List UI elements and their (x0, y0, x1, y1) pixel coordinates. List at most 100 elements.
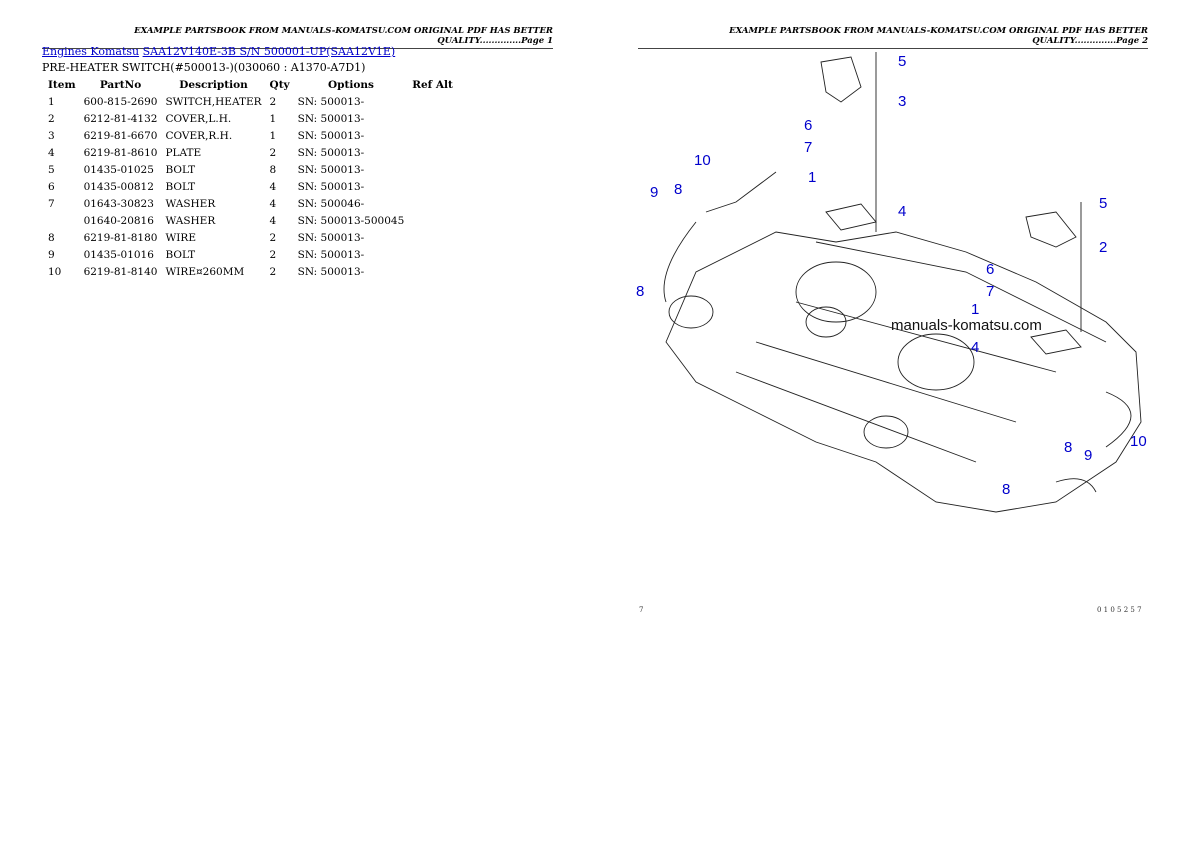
table-cell: 6219-81-8180 (83, 231, 158, 244)
callout-label: 6 (804, 117, 812, 134)
callout-label: 4 (898, 203, 906, 220)
table-cell: 1 (269, 129, 277, 142)
page-2-header: EXAMPLE PARTSBOOK FROM MANUALS-KOMATSU.C… (638, 26, 1148, 49)
table-cell: SN: 500013- (297, 112, 365, 125)
callout-label: 10 (1130, 433, 1147, 450)
column-header: Ref Alt (412, 78, 453, 91)
table-cell: 6219-81-8140 (83, 265, 158, 278)
table-cell: SWITCH,HEATER (165, 95, 262, 108)
table-cell: 01640-20816 (83, 214, 154, 227)
table-cell: 2 (269, 231, 277, 244)
table-cell (408, 246, 457, 263)
table-cell: SN: 500013- (297, 265, 365, 278)
table-cell (408, 161, 457, 178)
table-cell: SN: 500013- (297, 146, 365, 159)
table-cell (408, 263, 457, 280)
breadcrumb-link-engines[interactable]: Engines Komatsu (42, 45, 140, 58)
table-cell: 6219-81-8610 (83, 146, 158, 159)
table-cell: 1 (48, 95, 55, 108)
callout-label: 8 (1064, 439, 1072, 456)
table-cell (408, 93, 457, 110)
table-cell: SN: 500046- (297, 197, 365, 210)
table-row: 4 6219-81-8610 PLATE 2 SN: 500013- (44, 144, 457, 161)
callout-label: 3 (898, 93, 906, 110)
callout-label: 4 (971, 339, 979, 356)
table-cell: 4 (48, 146, 55, 159)
table-cell: SN: 500013- (297, 95, 365, 108)
table-cell: WASHER (165, 214, 216, 227)
callout-label: 1 (808, 169, 816, 186)
table-cell: SN: 500013- (297, 231, 365, 244)
table-row: 01640-20816 WASHER 4 SN: 500013-500045 (44, 212, 457, 229)
table-cell: SN: 500013-500045 (297, 214, 405, 227)
table-cell: 01435-01025 (83, 163, 154, 176)
table-cell: BOLT (165, 248, 196, 261)
table-row: 8 6219-81-8180 WIRE 2 SN: 500013- (44, 229, 457, 246)
table-row: 2 6212-81-4132 COVER,L.H. 1 SN: 500013- (44, 110, 457, 127)
callout-label: 2 (1099, 239, 1107, 256)
table-cell: SN: 500013- (297, 129, 365, 142)
table-cell (408, 178, 457, 195)
table-cell: BOLT (165, 163, 196, 176)
callout-label: 9 (1084, 447, 1092, 464)
table-row: 10 6219-81-8140 WIRE¤260MM 2 SN: 500013- (44, 263, 457, 280)
table-cell: WIRE (165, 231, 196, 244)
footer-left: 7 (639, 606, 644, 614)
table-cell: 8 (48, 231, 55, 244)
table-cell (44, 212, 80, 229)
table-cell: 10 (48, 265, 62, 278)
table-cell: 4 (269, 180, 277, 193)
callout-label: 1 (971, 301, 979, 318)
table-cell (408, 212, 457, 229)
table-cell: COVER,R.H. (165, 129, 233, 142)
watermark: manuals-komatsu.com (891, 317, 1042, 334)
table-cell: WASHER (165, 197, 216, 210)
table-cell: SN: 500013- (297, 163, 365, 176)
footer-right: 0 1 0 5 2 5 7 (1097, 606, 1142, 614)
table-cell (408, 127, 457, 144)
table-cell: 01643-30823 (83, 197, 154, 210)
column-header: Description (179, 78, 248, 91)
table-cell: 2 (269, 265, 277, 278)
table-cell (408, 229, 457, 246)
table-cell (408, 195, 457, 212)
breadcrumb: Engines Komatsu SAA12V140E-3B S/N 500001… (42, 45, 395, 58)
column-header: Options (328, 78, 374, 91)
table-cell: 2 (269, 146, 277, 159)
table-cell: 2 (48, 112, 55, 125)
table-cell: 6212-81-4132 (83, 112, 158, 125)
table-cell: 600-815-2690 (83, 95, 158, 108)
table-cell: 4 (269, 197, 277, 210)
table-cell: 2 (269, 248, 277, 261)
table-cell (408, 144, 457, 161)
table-cell: 4 (269, 214, 277, 227)
page-title: PRE-HEATER SWITCH(#500013-)(030060 : A13… (42, 61, 366, 74)
callout-label: 6 (986, 261, 994, 278)
column-header: Qty (269, 78, 290, 91)
table-cell: 6219-81-6670 (83, 129, 158, 142)
table-cell: COVER,L.H. (165, 112, 232, 125)
table-cell: 7 (48, 197, 55, 210)
table-cell: PLATE (165, 146, 202, 159)
callout-label: 5 (1099, 195, 1107, 212)
table-cell: 5 (48, 163, 55, 176)
callout-label: 8 (1002, 481, 1010, 498)
table-cell: 1 (269, 112, 277, 125)
table-cell: 6 (48, 180, 55, 193)
column-header: Item (48, 78, 76, 91)
page-1-header: EXAMPLE PARTSBOOK FROM MANUALS-KOMATSU.C… (42, 26, 553, 49)
table-row: 7 01643-30823 WASHER 4 SN: 500046- (44, 195, 457, 212)
table-cell (408, 110, 457, 127)
table-cell: WIRE¤260MM (165, 265, 245, 278)
table-cell: 9 (48, 248, 55, 261)
table-cell: 01435-01016 (83, 248, 154, 261)
breadcrumb-link-model[interactable]: SAA12V140E-3B S/N 500001-UP(SAA12V1E) (142, 45, 396, 58)
